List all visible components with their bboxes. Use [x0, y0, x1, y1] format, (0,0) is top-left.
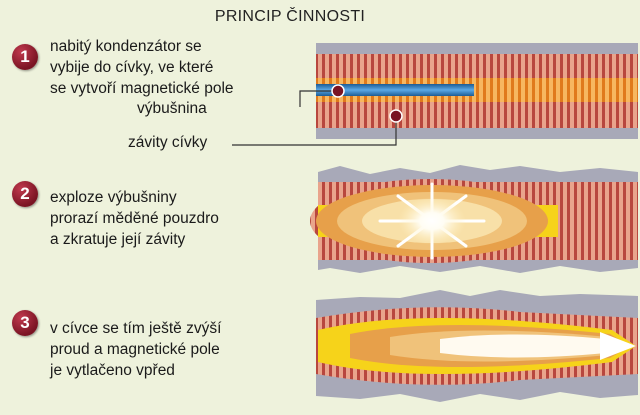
panel-3-field-compression [316, 290, 638, 402]
panel-3-flash-core [440, 334, 620, 358]
panel-2-explosion [310, 165, 638, 273]
step-2-line-2: prorazí měděné pouzdro [50, 210, 219, 227]
coil-pointer-dot [389, 109, 403, 123]
step-2-badge: 2 [12, 181, 38, 207]
step-2-number: 2 [20, 184, 30, 203]
panel-3-forward-arrow-icon [600, 332, 636, 360]
coil-leader-line [232, 116, 397, 146]
panel-2-flash-core [398, 197, 466, 245]
step-3-number: 3 [20, 313, 30, 332]
step-3-line-2: proud a magnetické pole [50, 341, 220, 358]
explosive-leader-line [299, 90, 338, 107]
step-2-line-1: exploze výbušniny [50, 189, 177, 206]
step-3-line-1: v cívce se tím ještě zvýší [50, 320, 222, 337]
step-3-text: v cívce se tím ještě zvýší proud a magne… [50, 318, 221, 381]
diagram-title: PRINCIP ČINNOSTI [214, 8, 366, 25]
coil-turns-label: závity cívky [128, 134, 208, 151]
step-1-text: nabitý kondenzátor se vybije do cívky, v… [50, 36, 234, 99]
step-1-line-2: vybije do cívky, ve které [50, 59, 214, 76]
step-3-line-3: je vytlačeno vpřed [50, 362, 175, 379]
step-2-text: exploze výbušniny prorazí měděné pouzdro… [50, 187, 219, 250]
step-3-badge: 3 [12, 310, 38, 336]
step-2-line-3: a zkratuje její závity [50, 231, 186, 248]
explosive-label: výbušnina [137, 100, 207, 117]
step-1-badge: 1 [12, 44, 38, 70]
step-1-number: 1 [20, 47, 30, 66]
panel-1-explosive-tube [316, 84, 474, 96]
panel-1-coil-charged [232, 43, 638, 146]
step-1-line-1: nabitý kondenzátor se [50, 38, 202, 55]
explosive-pointer-dot [331, 84, 345, 98]
step-1-line-3: se vytvoří magnetické pole [50, 80, 234, 97]
